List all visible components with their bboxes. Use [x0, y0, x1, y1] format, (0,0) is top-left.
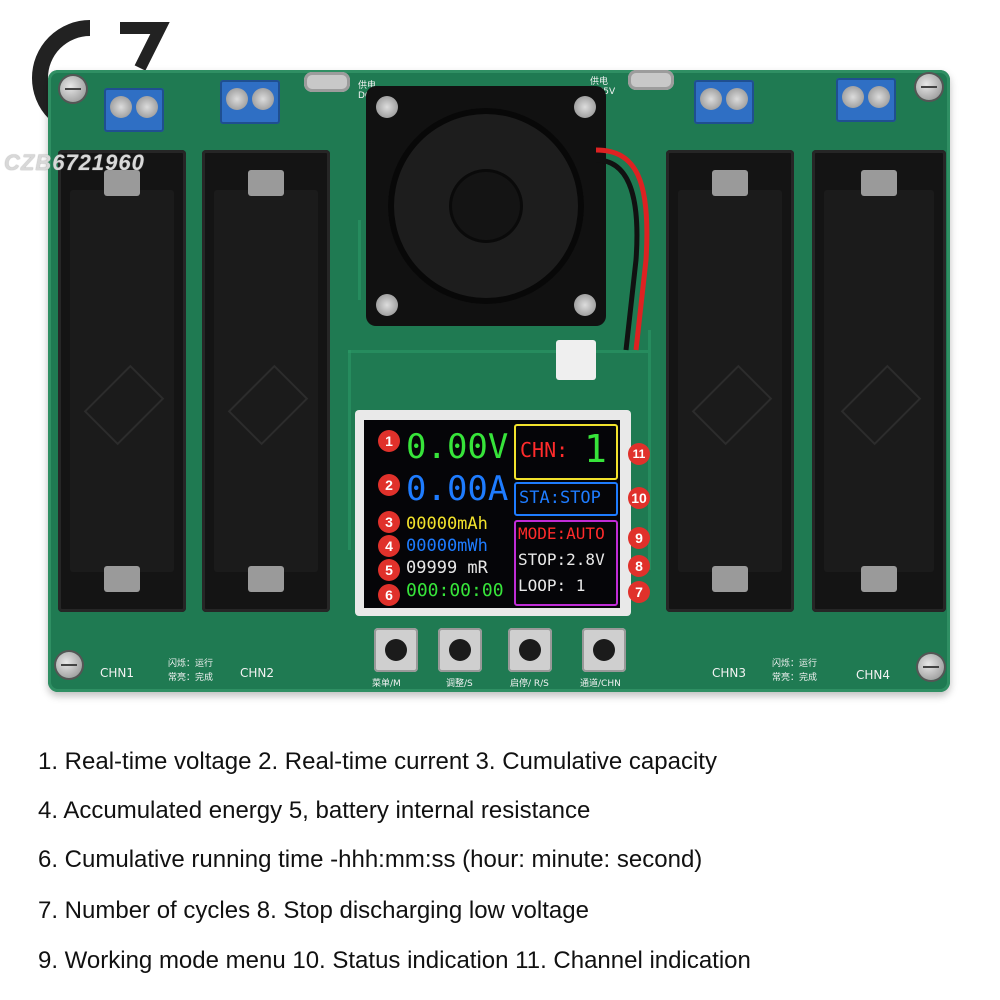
capacity-readout: 00000mAh	[406, 514, 488, 534]
usb-c-port	[628, 70, 674, 90]
marker-11: 11	[628, 443, 650, 465]
marker-2: 2	[378, 474, 400, 496]
marker-8: 8	[628, 555, 650, 577]
screw-terminal	[220, 80, 280, 124]
battery-holder-4	[812, 150, 946, 612]
corner-screw	[56, 652, 82, 678]
battery-holder-1	[58, 150, 186, 612]
marker-5: 5	[378, 559, 400, 581]
marker-1: 1	[378, 430, 400, 452]
channel-label-1: CHN1	[100, 666, 135, 680]
start-stop-button[interactable]	[508, 628, 552, 672]
channel-label-2: CHN2	[240, 666, 275, 680]
channel-button[interactable]	[582, 628, 626, 672]
loop-text: LOOP: 1	[518, 576, 586, 595]
channel-label-3: CHN3	[712, 666, 747, 680]
adjust-button[interactable]	[438, 628, 482, 672]
stop-text: STOP:2.8V	[518, 550, 605, 569]
time-readout: 000:00:00	[406, 580, 504, 601]
channel-label-4: CHN4	[856, 668, 891, 682]
fan-connector	[556, 340, 596, 380]
settings-box: MODE:AUTO STOP:2.8V LOOP: 1	[514, 520, 618, 606]
corner-screw	[60, 76, 86, 102]
led-note: 闪烁：运行	[772, 659, 818, 669]
fan-wires	[595, 140, 660, 370]
legend-line-5: 9. Working mode menu 10. Status indicati…	[38, 947, 751, 974]
resistance-readout: 09999 mR	[406, 558, 488, 578]
channel-button-label: 通道/CHN	[580, 679, 621, 689]
energy-readout: 00000mWh	[406, 536, 488, 556]
voltage-readout: 0.00V	[406, 427, 509, 467]
marker-4: 4	[378, 535, 400, 557]
led-note: 闪烁：运行	[168, 659, 214, 669]
marker-9: 9	[628, 527, 650, 549]
status-text: STA:STOP	[519, 488, 601, 508]
marker-10: 10	[628, 487, 650, 509]
menu-button[interactable]	[374, 628, 418, 672]
legend-line-4: 7. Number of cycles 8. Stop discharging …	[38, 897, 589, 924]
status-box: STA:STOP	[514, 482, 618, 516]
usb-c-port	[304, 72, 350, 92]
channel-label: CHN:	[520, 438, 569, 462]
corner-screw	[916, 74, 942, 100]
marker-6: 6	[378, 584, 400, 606]
current-readout: 0.00A	[406, 469, 509, 509]
screw-terminal	[836, 78, 896, 122]
screw-terminal	[694, 80, 754, 124]
marker-3: 3	[378, 511, 400, 533]
led-note: 常亮：完成	[168, 673, 214, 683]
battery-holder-3	[666, 150, 794, 612]
mode-text: MODE:AUTO	[518, 524, 605, 543]
channel-box: CHN: 1	[514, 424, 618, 480]
legend-line-2: 4. Accumulated energy 5, battery interna…	[38, 797, 591, 824]
corner-screw	[918, 654, 944, 680]
menu-button-label: 菜单/M	[372, 679, 401, 689]
led-note: 常亮：完成	[772, 673, 818, 683]
screw-terminal	[104, 88, 164, 132]
legend-line-1: 1. Real-time voltage 2. Real-time curren…	[38, 748, 717, 775]
battery-holder-2	[202, 150, 330, 612]
adjust-button-label: 调整/S	[446, 679, 473, 689]
start-stop-button-label: 启停/ R/S	[510, 679, 549, 689]
lcd-display: 0.00V 0.00A 00000mAh 00000mWh 09999 mR 0…	[364, 420, 620, 608]
channel-value: 1	[584, 427, 607, 471]
marker-7: 7	[628, 581, 650, 603]
cooling-fan	[366, 86, 606, 326]
watermark-text: CZB6721960	[4, 150, 145, 175]
legend-line-3: 6. Cumulative running time -hhh:mm:ss (h…	[38, 846, 703, 873]
